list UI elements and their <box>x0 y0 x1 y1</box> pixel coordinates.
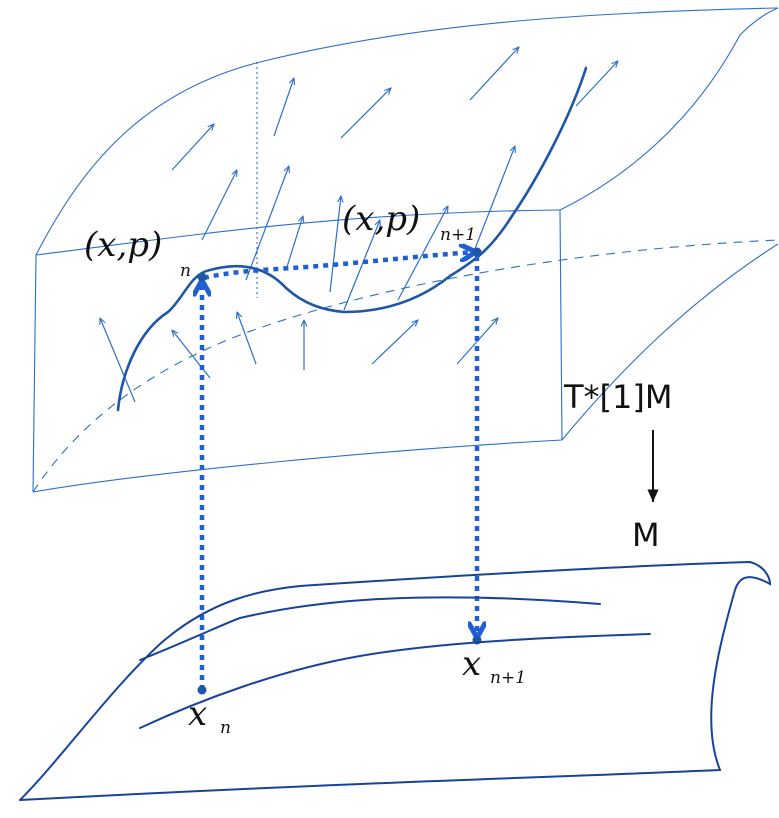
bundle-right-edge <box>559 209 563 441</box>
field-arrow <box>285 216 303 271</box>
field-arrow <box>329 196 341 293</box>
base-surface <box>19 560 772 801</box>
label-point-n1: (x,p) <box>342 199 420 239</box>
base-n-dot <box>197 685 207 695</box>
label-base-n1: x <box>462 644 481 684</box>
bundle-left-edge <box>32 254 37 493</box>
label-point-n-sub: n <box>180 261 191 281</box>
step-arrow <box>203 252 474 281</box>
field-arrow <box>172 330 211 379</box>
field-arrow <box>237 312 257 365</box>
label-base-n1-sub: n+1 <box>490 668 526 688</box>
label-bundle: T*[1]M <box>563 378 672 416</box>
label-point-n: (x,p) <box>84 225 162 265</box>
base-back-curve <box>139 596 601 661</box>
bundle-bottom-fold <box>561 243 779 441</box>
field-arrow <box>469 47 519 101</box>
field-arrow <box>343 220 380 311</box>
field-arrow <box>340 88 391 139</box>
base-surface-outline <box>19 560 772 801</box>
field-arrow <box>472 146 515 255</box>
bundle-surface <box>32 7 779 493</box>
field-arrow <box>371 320 418 365</box>
field-arrow <box>100 318 136 403</box>
field-arrow <box>201 170 237 241</box>
base-front-curve <box>139 633 651 729</box>
label-base-n: x <box>188 694 207 734</box>
bundle-top-edge <box>35 7 779 256</box>
point-n-dot <box>197 272 207 282</box>
trajectory-curve <box>116 66 588 412</box>
label-point-n1-sub: n+1 <box>440 225 476 245</box>
field-arrow <box>245 166 289 281</box>
field-arrow <box>273 78 294 137</box>
label-base: M <box>632 516 660 554</box>
field-arrow <box>397 206 448 301</box>
step-arrows <box>202 252 477 690</box>
point-n1-dot <box>472 247 482 257</box>
vector-field <box>100 47 618 403</box>
bundle-bottom-edge <box>32 439 563 493</box>
field-arrow <box>575 61 618 107</box>
label-base-n-sub: n <box>220 718 231 738</box>
zero-section-dashed <box>32 239 779 493</box>
bundle-right-fold <box>559 7 779 211</box>
field-arrow <box>171 124 214 171</box>
bundle-front-top-edge <box>35 209 561 256</box>
